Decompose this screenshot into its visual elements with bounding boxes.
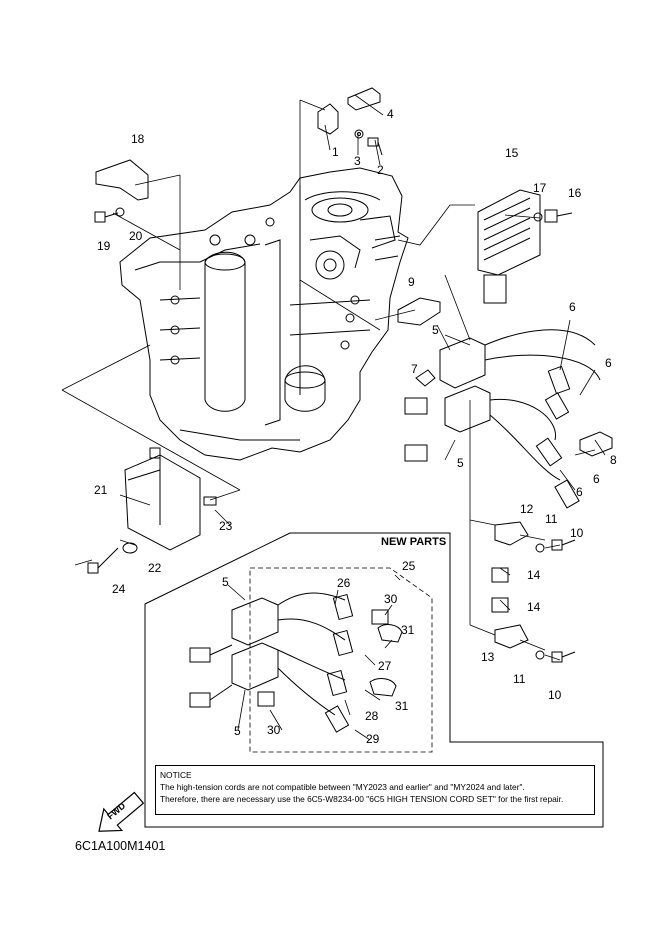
part-label: 6 — [605, 356, 612, 370]
part-label: 18 — [131, 132, 145, 146]
part-label: 14 — [527, 600, 541, 614]
notice-line-1: The high-tension cords are not compatibl… — [160, 782, 525, 792]
part-label: 9 — [408, 275, 415, 289]
part-label: 29 — [366, 732, 380, 746]
notice-line-2: Therefore, there are necessary use the 6… — [160, 794, 564, 804]
part-label: 15 — [505, 146, 519, 160]
part-label: 21 — [94, 483, 108, 497]
part-label: 26 — [337, 576, 351, 590]
part-label: 7 — [411, 362, 418, 376]
part-label: 31 — [401, 623, 415, 637]
notice-box: NOTICE The high-tension cords are not co… — [155, 765, 595, 815]
new-parts-title: NEW PARTS — [381, 536, 447, 548]
part-label: 30 — [384, 592, 398, 606]
part-label: 22 — [148, 561, 162, 575]
part-label: 4 — [387, 107, 394, 121]
part-label: 13 — [481, 650, 495, 664]
part-label: 8 — [610, 453, 617, 467]
part-label: 6 — [576, 485, 583, 499]
part-label: 27 — [378, 659, 392, 673]
part-label: 24 — [112, 582, 126, 596]
part-label: 1 — [332, 145, 339, 159]
part-label: 10 — [570, 526, 584, 540]
part-label: 2 — [377, 163, 384, 177]
part-label: 30 — [267, 723, 281, 737]
small-parts — [87, 87, 613, 663]
part-label: 17 — [533, 181, 547, 195]
part-label: 3 — [354, 154, 361, 168]
leader-lines — [61, 94, 606, 741]
diagram-code: 6C1A100M1401 — [75, 839, 166, 853]
part-label: 12 — [520, 502, 534, 516]
part-label: 14 — [527, 568, 541, 582]
part-label: 5 — [222, 575, 229, 589]
part-label: 19 — [97, 239, 111, 253]
notice-title: NOTICE — [160, 770, 192, 780]
part-label: 31 — [395, 699, 409, 713]
part-label: 20 — [129, 229, 143, 243]
part-label: 6 — [593, 472, 600, 486]
part-label: 16 — [568, 186, 582, 200]
part-label: 28 — [365, 709, 379, 723]
part-label: 5 — [457, 456, 464, 470]
part-label: 25 — [402, 559, 416, 573]
part-label: 5 — [234, 724, 241, 738]
fwd-arrow-icon — [98, 791, 145, 832]
new-parts-contents — [189, 592, 403, 733]
part-label: 23 — [219, 519, 233, 533]
part-label: 5 — [432, 323, 439, 337]
part-label: 10 — [548, 688, 562, 702]
part-label: 11 — [545, 512, 558, 526]
engine-block — [119, 167, 409, 461]
part-label: 6 — [569, 300, 576, 314]
part-label: 11 — [513, 672, 526, 686]
